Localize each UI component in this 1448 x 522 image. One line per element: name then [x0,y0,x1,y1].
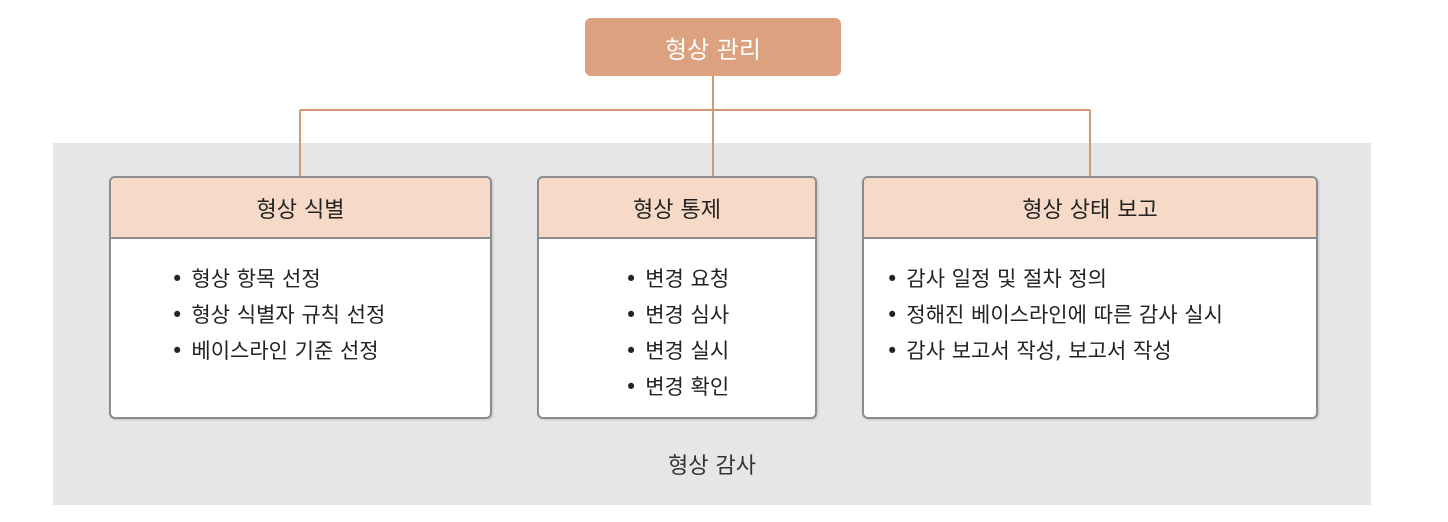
card-title: 형상 통제 [633,197,721,223]
list-item: •형상 항목 선정 [171,267,321,291]
list-item: •감사 일정 및 절차 정의 [886,267,1107,291]
card-title: 형상 상태 보고 [1022,197,1158,223]
card-control: 형상 통제 •변경 요청 •변경 심사 •변경 실시 •변경 확인 [537,176,817,419]
root-node: 형상 관리 [585,18,841,76]
card-identification: 형상 식별 •형상 항목 선정 •형상 식별자 규칙 선정 •베이스라인 기준 … [109,176,492,419]
list-item: •정해진 베이스라인에 따른 감사 실시 [886,303,1223,327]
card-header: 형상 상태 보고 [864,178,1316,239]
list-item: •형상 식별자 규칙 선정 [171,303,386,327]
card-title: 형상 식별 [256,197,345,223]
root-label: 형상 관리 [665,35,761,64]
list-item: •변경 요청 [624,267,730,291]
card-header: 형상 식별 [111,178,490,239]
footer-label: 형상 감사 [668,454,756,479]
list-item: •변경 확인 [624,375,730,399]
list-item: •감사 보고서 작성, 보고서 작성 [886,339,1172,363]
card-header: 형상 통제 [539,178,815,239]
card-list: •감사 일정 및 절차 정의 •정해진 베이스라인에 따른 감사 실시 •감사 … [864,239,1316,369]
card-list: •변경 요청 •변경 심사 •변경 실시 •변경 확인 [539,239,815,405]
list-item: •베이스라인 기준 선정 [171,339,379,363]
card-status-report: 형상 상태 보고 •감사 일정 및 절차 정의 •정해진 베이스라인에 따른 감… [862,176,1318,419]
list-item: •변경 실시 [624,339,730,363]
list-item: •변경 심사 [624,303,730,327]
card-list: •형상 항목 선정 •형상 식별자 규칙 선정 •베이스라인 기준 선정 [111,239,490,369]
